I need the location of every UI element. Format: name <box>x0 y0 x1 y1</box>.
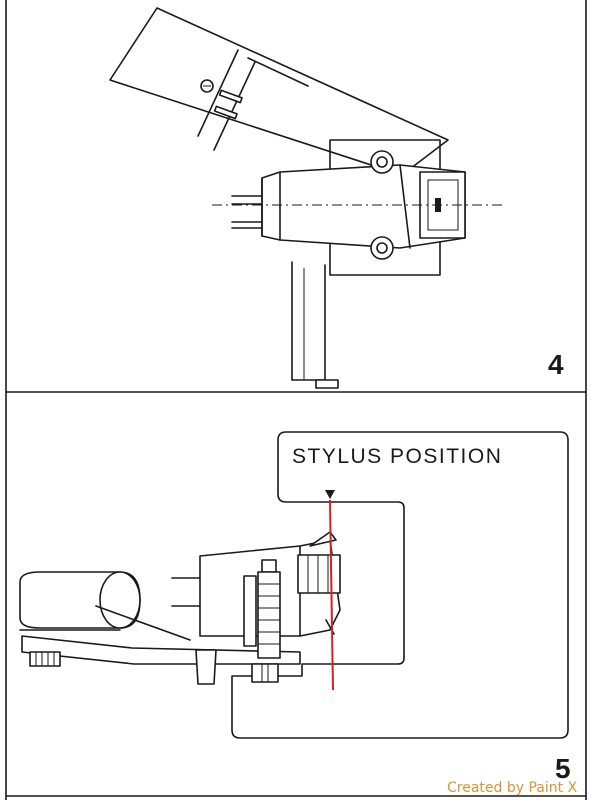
stylus-gauge-outline <box>231 431 569 739</box>
stylus-position-label: STYLUS POSITION <box>292 445 502 468</box>
finger-lift <box>195 649 217 685</box>
cartridge-body <box>231 164 466 249</box>
watermark: Created by Paint X <box>447 780 578 796</box>
stylus-arrow-icon <box>325 490 335 499</box>
mounting-screw-bottom <box>370 236 394 260</box>
stylus-alignment-line <box>329 499 334 691</box>
figure-number-4: 4 <box>548 349 564 380</box>
headshell-arm <box>21 635 301 665</box>
mounting-screw-top <box>370 150 394 174</box>
stylus-guard <box>297 554 341 594</box>
cartridge-side <box>171 531 341 637</box>
headshell-connector <box>109 7 449 176</box>
mounting-bolt <box>243 559 281 683</box>
adjust-knob-icon <box>29 651 61 667</box>
tonearm-tube <box>19 571 141 631</box>
figure-4: 4 <box>109 7 564 389</box>
figure-5: STYLUS POSITION <box>19 431 571 784</box>
figure-number-5: 5 <box>555 753 571 784</box>
